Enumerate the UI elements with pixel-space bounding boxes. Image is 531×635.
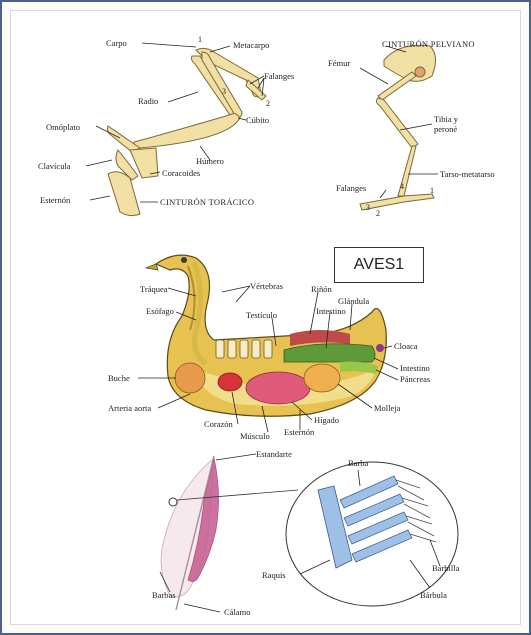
- buche-organ: [175, 363, 205, 393]
- feather-magnified: [286, 462, 458, 606]
- label-radio: Radio: [138, 96, 158, 106]
- toes-bones: [360, 194, 434, 210]
- label-vertebras: Vértebras: [250, 281, 283, 291]
- label-clavicula: Clavícula: [38, 161, 71, 171]
- feather: [161, 456, 298, 610]
- label-calamo: Cálamo: [224, 607, 250, 617]
- label-traquea: Tráquea: [140, 284, 168, 294]
- intestino-organ: [284, 344, 375, 362]
- label-glandula: Glándula: [338, 296, 369, 306]
- label-carpo: Carpo: [106, 38, 127, 48]
- beak: [146, 264, 158, 270]
- label-pancreas: Páncreas: [400, 374, 430, 384]
- wing-skeleton: [108, 48, 267, 215]
- label-corazon: Corazón: [204, 419, 234, 429]
- vertebrae: [216, 340, 272, 358]
- label-cinturon-pelviano: CINTURÓN PELVIANO: [382, 39, 475, 49]
- label-estandarte: Estandarte: [256, 449, 292, 459]
- label-falanges-leg: Falanges: [336, 183, 366, 193]
- cloaca-organ: [376, 344, 384, 352]
- leg-number-1: 1: [430, 186, 434, 195]
- label-cloaca: Cloaca: [394, 341, 418, 351]
- higado-organ: [246, 372, 310, 404]
- wing-number-1: 1: [198, 35, 202, 44]
- label-tibia-2: peroné: [434, 124, 457, 134]
- label-barbilla: Barbilla: [432, 563, 460, 573]
- leg-number-3: 3: [366, 203, 370, 212]
- leg-number-4: 4: [400, 182, 404, 191]
- label-higado: Hígado: [314, 415, 339, 425]
- label-barbula: Bárbula: [420, 590, 447, 600]
- label-falanges-wing: Falanges: [264, 71, 294, 81]
- label-barbas: Barbas: [152, 590, 176, 600]
- corazon-organ: [218, 373, 242, 391]
- femur-bone: [378, 72, 416, 100]
- label-testiculo: Testículo: [246, 310, 277, 320]
- label-esofago: Esófago: [146, 306, 174, 316]
- label-intestino: Intestino: [400, 363, 430, 373]
- label-esternon-skeleton: Esternón: [40, 195, 71, 205]
- molleja-organ: [304, 364, 340, 392]
- label-cubito: Cúbito: [246, 115, 269, 125]
- label-intestino-top: Intestino: [316, 306, 346, 316]
- eye: [181, 257, 187, 263]
- wing-number-2: 2: [266, 99, 270, 108]
- zoom-marker: [169, 498, 177, 506]
- label-humero: Húmero: [196, 156, 224, 166]
- leg-number-2: 2: [376, 209, 380, 218]
- label-esternon-body: Esternón: [284, 427, 315, 437]
- label-cinturon-toracico: CINTURÓN TORÁCICO: [160, 197, 254, 207]
- label-femur: Fémur: [328, 58, 350, 68]
- label-coracoides: Coracoides: [162, 168, 200, 178]
- tibia-bone: [376, 98, 418, 148]
- label-tibia-1: Tibia y: [434, 114, 459, 124]
- label-barba: Barba: [348, 458, 369, 468]
- label-raquis: Raquis: [262, 570, 286, 580]
- label-molleja: Molleja: [374, 403, 401, 413]
- label-musculo: Músculo: [240, 431, 270, 441]
- leg-skeleton: [360, 45, 436, 210]
- label-buche: Buche: [108, 373, 130, 383]
- hip-joint: [415, 67, 425, 77]
- omoplato-bone: [108, 126, 141, 152]
- label-arteria-aorta: Arteria aorta: [108, 403, 151, 413]
- wing-number-3: 3: [222, 87, 226, 96]
- label-rinon: Riñón: [311, 284, 333, 294]
- label-omoplato: Omóplato: [46, 122, 80, 132]
- label-tarso: Tarso-metatarso: [440, 169, 495, 179]
- aves-tag-label: AVES1: [334, 247, 424, 283]
- humero-bone: [134, 114, 240, 149]
- label-metacarpo: Metacarpo: [233, 40, 269, 50]
